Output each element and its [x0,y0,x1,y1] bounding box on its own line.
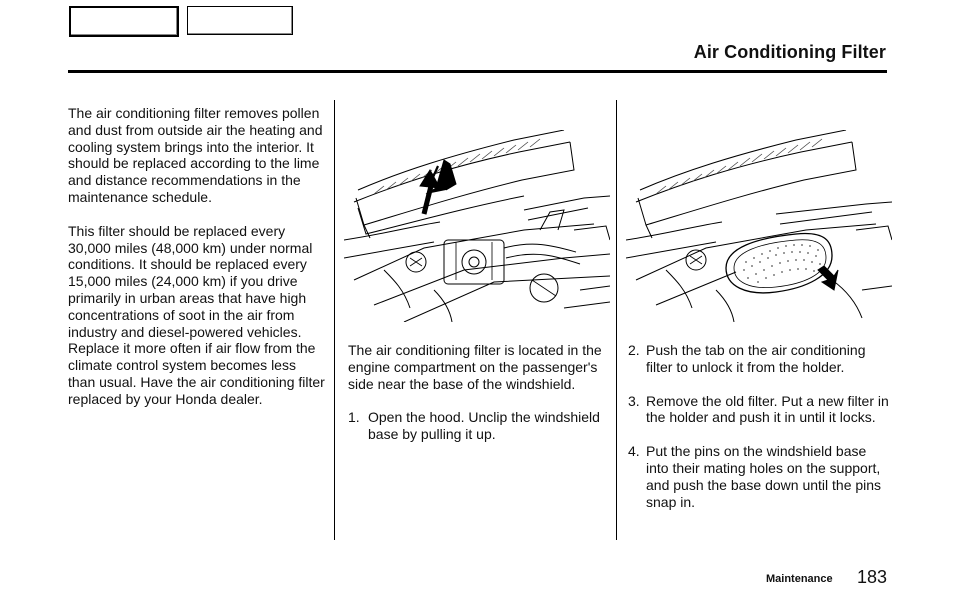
step-item: 2. Push the tab on the air conditioning … [628,342,892,376]
step-number: 2. [628,342,640,358]
step-text: Push the tab on the air conditioning fil… [646,342,866,375]
column-divider [334,100,335,540]
step-number: 4. [628,443,640,460]
steps-list: 1. Open the hood. Unclip the windshield … [348,409,610,443]
steps-column: 2. Push the tab on the air conditioning … [628,342,892,527]
column-divider [616,100,617,540]
page-title: Air Conditioning Filter [693,42,886,62]
step-number: 1. [348,409,360,426]
step-number: 3. [628,392,640,409]
step-text: Open the hood. Unclip the windshield bas… [368,409,600,443]
steps-list: 2. Push the tab on the air conditioning … [628,342,892,510]
step-text: Remove the old filter. Put a new filter … [646,392,889,426]
step-item: 3. Remove the old filter. Put a new filt… [628,393,892,427]
step-item: 1. Open the hood. Unclip the windshield … [348,409,610,443]
footer-section-label: Maintenance [766,573,833,585]
title-rule [68,70,887,73]
previous-page-button[interactable] [69,6,179,37]
location-column: The air conditioning filter is located i… [348,342,610,460]
intro-paragraph: This filter should be replaced every 30,… [68,222,325,407]
step-item: 4. Put the pins on the windshield base i… [628,443,892,510]
windshield-base-illustration [344,130,610,322]
step-text: Put the pins on the windshield base into… [646,443,882,510]
intro-column: The air conditioning filter removes poll… [68,105,326,425]
location-paragraph: The air conditioning filter is located i… [348,342,602,392]
page-number: 183 [857,567,888,587]
filter-removal-illustration [626,130,892,322]
next-page-button[interactable] [187,6,293,35]
intro-paragraph: The air conditioning filter removes poll… [68,105,323,205]
